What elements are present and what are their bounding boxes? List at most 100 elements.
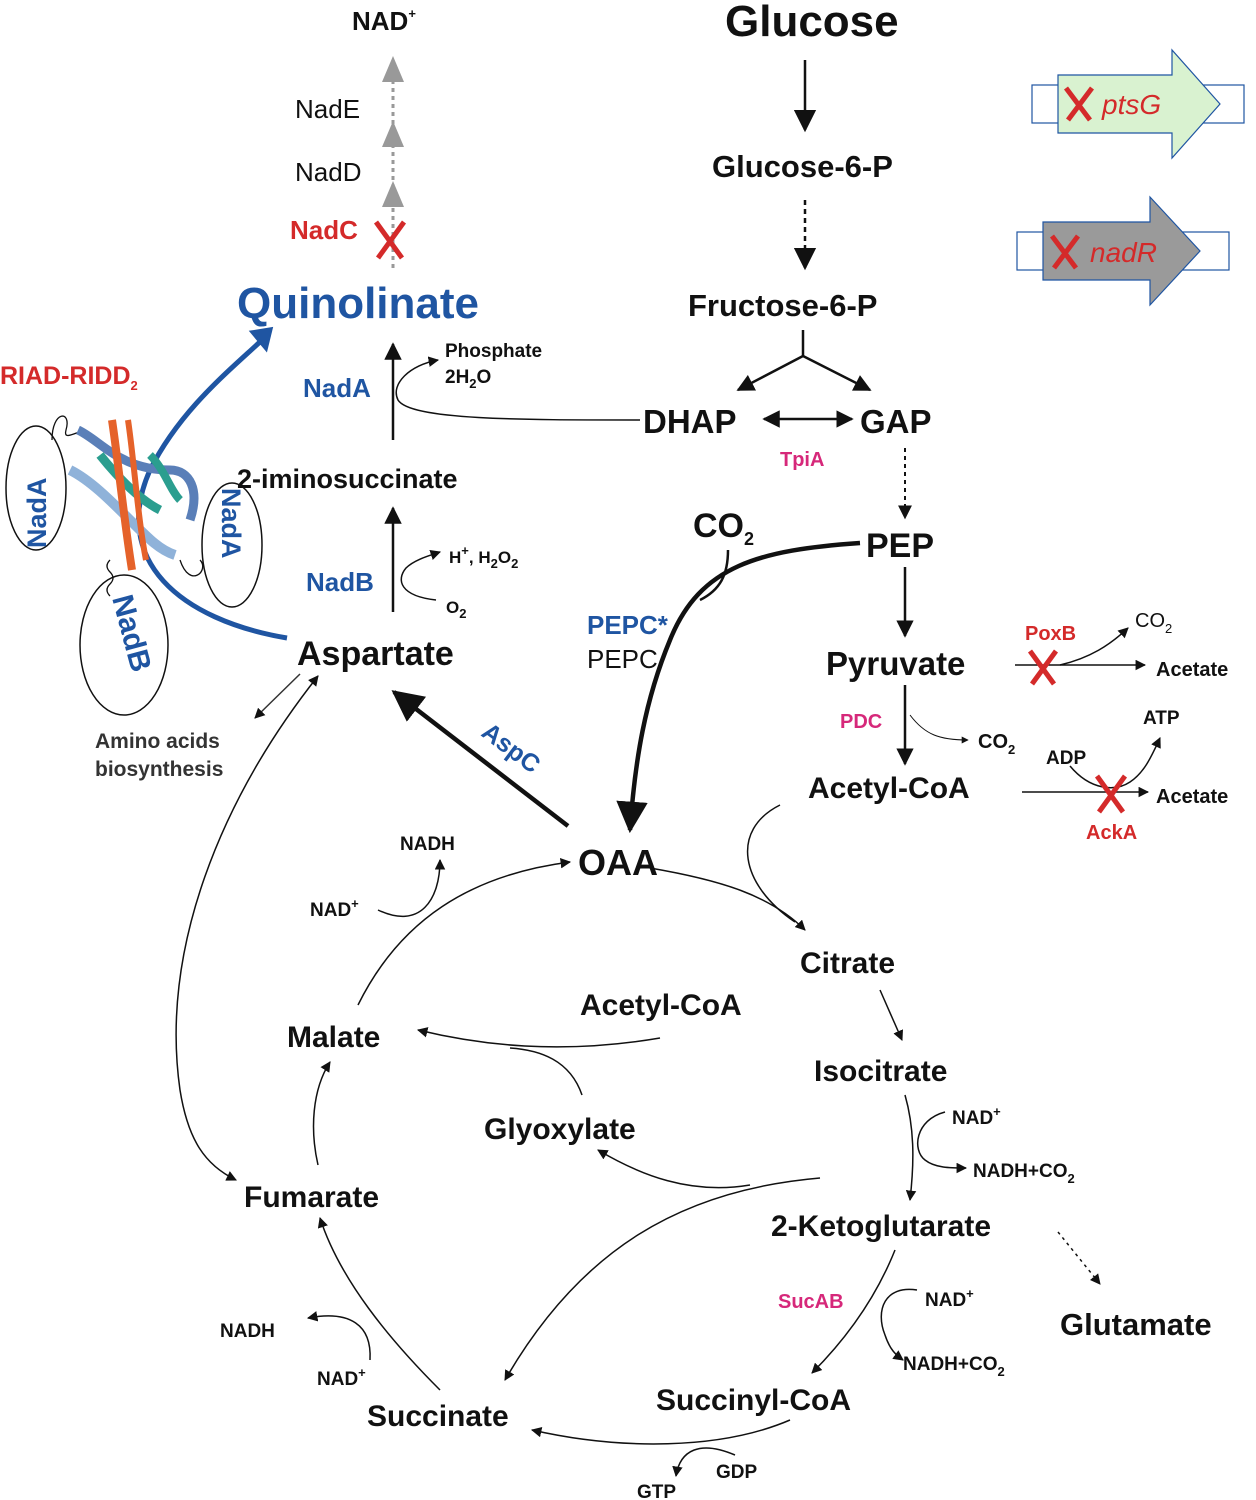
aspartate: Aspartate	[297, 635, 454, 673]
enzyme-pdc: PDC	[840, 711, 882, 733]
nad-suc: NAD+	[925, 1286, 974, 1311]
enzyme-sucab: SucAB	[778, 1291, 844, 1313]
quinolinate: Quinolinate	[237, 279, 479, 328]
dhap-to-nada-arrow	[395, 356, 641, 421]
nadb-cofactor-arrow	[400, 550, 441, 601]
poxb-co2-arrow	[1059, 627, 1129, 666]
enzyme-nadc: NadC	[290, 215, 358, 245]
riad-blue-arrow	[136, 338, 288, 641]
succinate-fumarate-arrow	[317, 1217, 441, 1391]
iminosuccinate: 2-iminosuccinate	[237, 464, 458, 494]
fumarate: Fumarate	[244, 1181, 379, 1214]
nad-bottom-label: NAD+	[317, 1365, 366, 1390]
amino-acids-label: Amino acids	[95, 730, 220, 753]
acetate-2: Acetate	[1156, 786, 1228, 808]
dhap: DHAP	[643, 403, 737, 440]
aspc-arrow	[391, 690, 570, 828]
gene-nadr-label: nadR	[1090, 237, 1157, 268]
ketoglutarate: 2-Ketoglutarate	[771, 1210, 991, 1243]
gdp-label: GDP	[716, 1462, 758, 1483]
enzyme-acka: AckA	[1086, 822, 1137, 844]
enzyme-nadb: NadB	[306, 567, 374, 597]
kg-glutamate-arrow	[1057, 1231, 1101, 1285]
acetyl-coa-2: Acetyl-CoA	[580, 989, 742, 1022]
oaa: OAA	[578, 842, 658, 883]
succinylcoa-succinate-arrow	[530, 1419, 791, 1445]
glutamate: Glutamate	[1060, 1307, 1212, 1342]
pyruvate: Pyruvate	[826, 645, 965, 682]
acetylcoa-citrate-line	[746, 804, 796, 923]
nadc-knockout-icon	[373, 220, 407, 260]
nad-icd: NAD+	[952, 1104, 1001, 1129]
pepc-arrow	[616, 540, 861, 834]
nad-left-label: NAD+	[310, 896, 359, 921]
adp-label: ADP	[1046, 748, 1086, 769]
pdc-co2-arrow	[909, 714, 969, 744]
enzyme-pepc-star: PEPC*	[587, 610, 669, 640]
atp-label: ATP	[1143, 708, 1180, 729]
acetyl-coa: Acetyl-CoA	[808, 772, 970, 805]
glyoxylate: Glyoxylate	[484, 1113, 636, 1146]
enzyme-aspc: AspC	[476, 717, 545, 779]
succinate: Succinate	[367, 1400, 509, 1433]
adp-atp-arrow	[1069, 737, 1161, 789]
nadr-gene: nadR	[1016, 195, 1230, 307]
acka-knockout-icon	[1094, 774, 1128, 814]
enzyme-nada: NadA	[303, 373, 371, 403]
gene-ptsg-label: ptsG	[1101, 89, 1161, 120]
gtp-label: GTP	[637, 1482, 676, 1500]
pep: PEP	[866, 527, 934, 565]
svg-text:NadA: NadA	[216, 488, 246, 559]
poxb-knockout-icon	[1027, 649, 1059, 686]
enzyme-tpia: TpiA	[780, 449, 824, 471]
sdh-cofactor-arrow	[306, 1311, 371, 1361]
riad-ridd-label: RIAD-RIDD2	[0, 362, 138, 393]
isocitrate-succinate-arrow	[504, 1177, 821, 1381]
h-h2o2-label: H+, H2O2	[449, 543, 518, 571]
nadh-bottom-label: NADH	[220, 1321, 275, 1342]
h2o-label: 2H2O	[445, 367, 491, 391]
nadh-co2-suc: NADH+CO2	[903, 1354, 1005, 1379]
co2-merge-line	[699, 549, 730, 602]
fumarate-malate-arrow	[312, 1061, 331, 1166]
malate-oaa-arrow	[357, 858, 572, 1006]
isocitrate-glyoxylate-arrow	[597, 1149, 751, 1189]
nad-plus-top: NAD+	[352, 6, 416, 36]
fructose-6-p: Fructose-6-P	[688, 288, 877, 323]
isocitrate-kg-arrow	[904, 1094, 917, 1202]
acetate-1: Acetate	[1156, 659, 1228, 681]
ptsg-gene: ptsG	[1031, 48, 1245, 160]
svg-text:NadB: NadB	[105, 591, 157, 675]
oaa-citrate-arrow	[649, 867, 806, 931]
acetylcoa-malate-arrow	[416, 1027, 661, 1048]
citrate: Citrate	[800, 947, 895, 980]
aspartate-fumarate-arrow	[175, 675, 319, 1181]
co2-top: CO2	[693, 507, 754, 549]
riad-blue-arrowhead	[248, 326, 274, 353]
glyoxylate-merge-line	[509, 1047, 583, 1096]
sucab-cofactor-arrow	[880, 1288, 918, 1361]
protein-complex-icon: NadA NadA NadB	[5, 415, 263, 716]
enzyme-pepc: PEPC	[587, 644, 658, 674]
f6p-split-arrow	[736, 330, 872, 392]
glucose-6-p: Glucose-6-P	[712, 149, 893, 184]
enzyme-nade: NadE	[295, 94, 360, 124]
gap: GAP	[860, 403, 932, 440]
enzyme-poxb: PoxB	[1025, 623, 1076, 645]
isocitrate: Isocitrate	[814, 1055, 947, 1088]
succinyl-coa: Succinyl-CoA	[656, 1384, 851, 1417]
co2-pdc: CO2	[978, 731, 1015, 757]
biosynthesis-label: biosynthesis	[95, 758, 223, 781]
enzyme-nadd: NadD	[295, 157, 361, 187]
aspartate-to-aa-arrow	[254, 673, 301, 719]
kg-succinylcoa-arrow	[811, 1249, 896, 1374]
malate: Malate	[287, 1021, 380, 1054]
o2-label: O2	[446, 598, 466, 621]
glucose: Glucose	[725, 0, 899, 46]
icd-cofactor-arrow	[916, 1111, 968, 1174]
phosphate-label: Phosphate	[445, 341, 542, 362]
co2-poxb: CO2	[1135, 610, 1172, 636]
nadh-top-label: NADH	[400, 834, 455, 855]
